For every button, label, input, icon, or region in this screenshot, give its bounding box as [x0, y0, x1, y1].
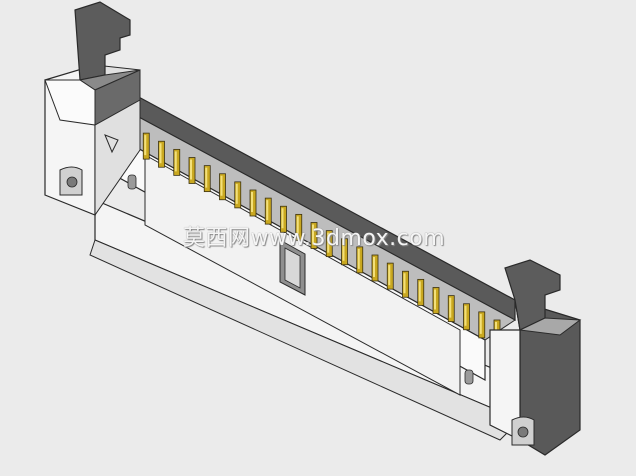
pin-highlight	[373, 257, 375, 277]
pin-highlight	[281, 208, 284, 229]
pin-highlight	[312, 224, 314, 245]
pin-highlight	[144, 135, 147, 156]
housing-body	[89, 93, 521, 441]
pin-highlight	[296, 216, 299, 237]
pin-highlight	[357, 248, 360, 269]
pin-highlight	[449, 297, 452, 318]
pin-highlight	[220, 175, 223, 196]
pin-highlight	[388, 265, 391, 286]
pin-highlight	[479, 313, 482, 334]
pin-highlight	[418, 281, 421, 302]
pin-highlight	[464, 305, 467, 326]
pin-highlight	[174, 151, 177, 172]
pin-highlight	[251, 192, 253, 212]
pin-highlight	[159, 143, 162, 164]
pin-highlight	[327, 232, 330, 253]
pin-highlight	[434, 289, 436, 310]
pin-highlight	[205, 167, 208, 188]
pin-highlight	[235, 183, 238, 204]
latch-arm-right	[464, 259, 582, 456]
pin-highlight	[403, 273, 406, 294]
pin-highlight	[266, 200, 269, 221]
pin-highlight	[190, 159, 192, 180]
latch-arm-left	[44, 1, 141, 217]
pin-highlight	[342, 240, 345, 261]
